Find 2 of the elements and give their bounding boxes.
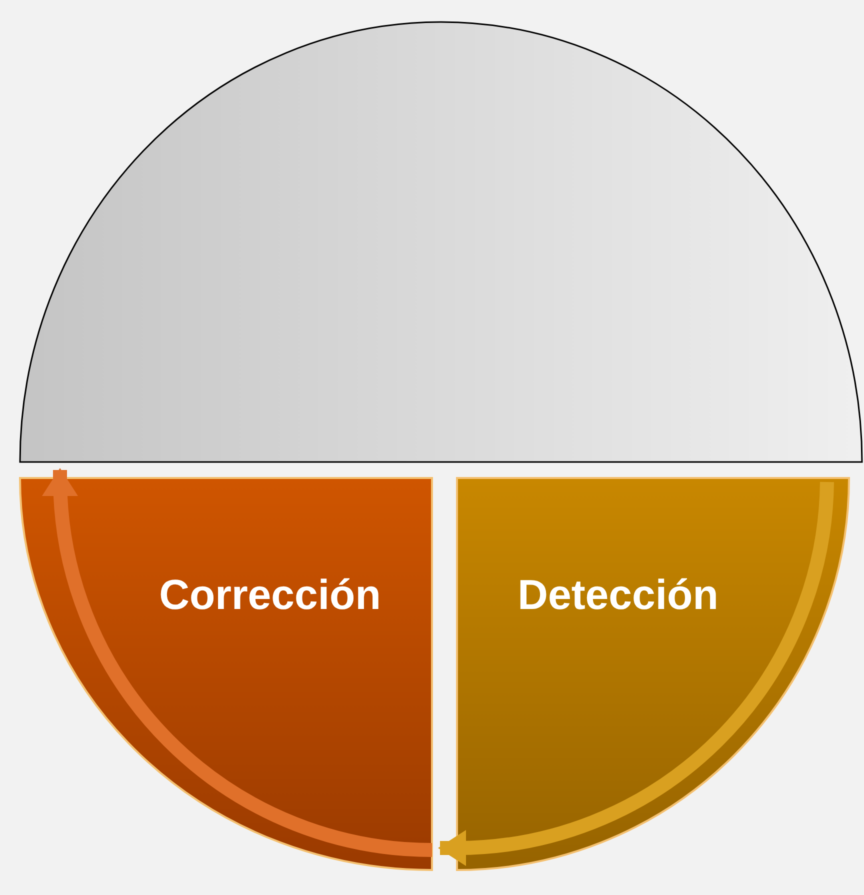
segment-label: Corrección [159,571,381,619]
segment-label: Detección [518,571,718,619]
